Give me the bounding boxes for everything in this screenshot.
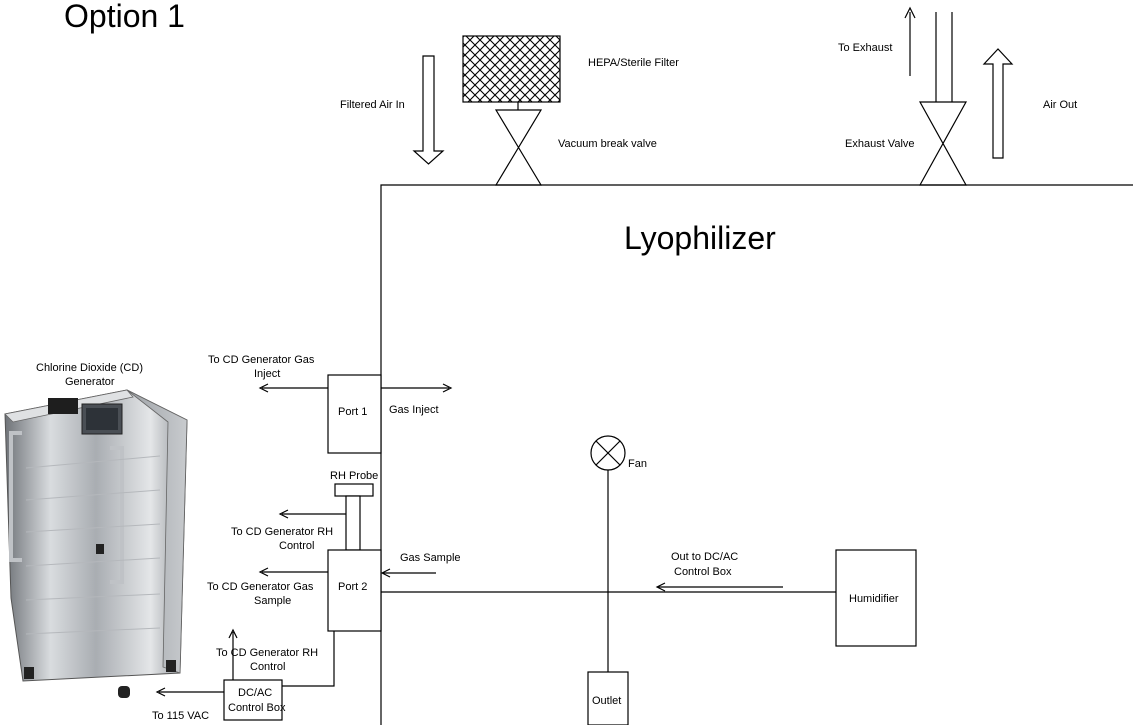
port2-to-dcac-wire — [282, 631, 335, 687]
dcac-box-label-line2: Control Box — [228, 702, 286, 714]
rh-probe-stem — [345, 495, 361, 551]
cd-generator-label-line1: Chlorine Dioxide (CD) — [36, 362, 143, 374]
to-cd-gas-inject-label-line1: To CD Generator Gas — [208, 354, 315, 366]
port2-label: Port 2 — [338, 581, 367, 593]
dcac-box-label-line1: DC/AC — [238, 687, 272, 699]
to-115vac-arrowhead-icon — [155, 687, 166, 697]
to-exhaust-label: To Exhaust — [838, 42, 892, 54]
to-cd-gas-sample-label-line2: Sample — [254, 595, 291, 607]
port1-box — [327, 374, 382, 454]
humidifier-label: Humidifier — [849, 593, 899, 605]
dcac-control-box — [223, 679, 283, 721]
fan-label: Fan — [628, 458, 647, 470]
to-cd-gas-inject-label-line2: Inject — [254, 368, 280, 380]
filtered-air-in-label: Filtered Air In — [340, 99, 405, 111]
filtered-air-in-arrow-icon — [412, 55, 445, 165]
to-cd-gas-sample-label-line1: To CD Generator Gas — [207, 581, 314, 593]
rh-probe-head — [334, 483, 374, 497]
cd-generator-label-line2: Generator — [65, 376, 115, 388]
diagram-title: Option 1 — [64, 0, 185, 34]
gas-sample-arrowhead-icon — [380, 568, 391, 578]
out-to-dcac-arrowhead-icon — [655, 582, 666, 592]
exhaust-valve-label: Exhaust Valve — [845, 138, 915, 150]
to-115vac-label: To 115 VAC — [152, 710, 209, 722]
lyophilizer-chamber-outline — [380, 184, 1133, 725]
vacuum-break-valve-icon — [494, 109, 543, 186]
port2-to-generator-arrowhead-icon — [258, 567, 269, 577]
to-cd-rh-control-bottom-label-line1: To CD Generator RH — [216, 647, 318, 659]
humidifier-box — [835, 549, 917, 647]
to-cd-rh-control-bottom-label-line2: Control — [250, 661, 285, 673]
rh-control-top-arrowhead-icon — [278, 509, 289, 519]
fan-icon — [590, 435, 626, 471]
chlorine-dioxide-generator-image — [4, 389, 188, 698]
out-to-dcac-label-line1: Out to DC/AC — [671, 551, 738, 563]
out-to-dcac-label-line2: Control Box — [674, 566, 732, 578]
exhaust-valve-icon — [918, 101, 968, 186]
air-out-label: Air Out — [1043, 99, 1077, 111]
to-cd-rh-control-top-label-line1: To CD Generator RH — [231, 526, 333, 538]
to-cd-rh-control-top-label-line2: Control — [279, 540, 314, 552]
rh-control-bottom-arrowhead-icon — [228, 628, 238, 639]
outlet-label: Outlet — [592, 695, 621, 707]
port2-box — [327, 549, 382, 632]
gas-inject-label: Gas Inject — [389, 404, 439, 416]
port1-label: Port 1 — [338, 406, 367, 418]
gas-sample-label: Gas Sample — [400, 552, 461, 564]
air-out-arrow-icon — [982, 48, 1014, 159]
hepa-filter-label: HEPA/Sterile Filter — [588, 57, 679, 69]
outlet-box — [587, 671, 629, 725]
rh-probe-label: RH Probe — [330, 470, 378, 482]
to-exhaust-arrowhead-icon — [904, 6, 916, 19]
port1-to-generator-arrowhead-icon — [258, 383, 269, 393]
gas-inject-arrowhead-icon — [442, 383, 453, 393]
hepa-filter-block — [462, 35, 561, 103]
vacuum-break-valve-label: Vacuum break valve — [558, 138, 657, 150]
lyophilizer-label: Lyophilizer — [624, 220, 776, 256]
